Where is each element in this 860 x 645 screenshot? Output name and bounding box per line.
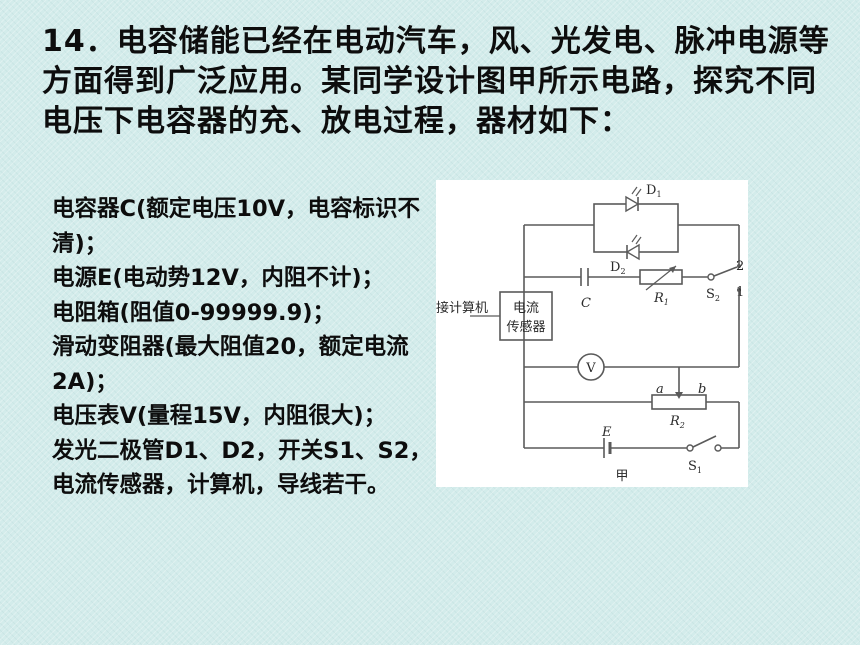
equipment-item-capacitor: 电容器C(额定电压10V，电容标识不清)； [52, 196, 421, 257]
point-b-label: b [698, 382, 706, 397]
s2-terminal-2 [737, 264, 741, 268]
terminal-1-label: 1 [736, 285, 744, 300]
equipment-item-resistance-box: 电阻箱(阻值0-99999.9)； [52, 299, 336, 326]
diode-loop [593, 203, 679, 253]
source-label: E [601, 425, 612, 440]
s1-label: S1 [688, 459, 702, 475]
circuit-diagram: D1 D2 2 C R1 S2 1 电流 传感器 接计算机 V [436, 180, 748, 487]
s2-blade [713, 266, 738, 277]
s1-blade [692, 435, 717, 448]
r1-label: R1 [653, 291, 669, 307]
equipment-list: 电容器C(额定电压10V，电容标识不清)； 电源E(电动势12V，内阻不计)； … [52, 192, 437, 503]
d1-diode-icon [625, 186, 642, 213]
s2-pivot [707, 273, 715, 281]
r2-label: R2 [669, 414, 685, 430]
terminal-2-label: 2 [736, 259, 744, 274]
equipment-item-others: 发光二极管D1、D2，开关S1、S2，电流传感器，计算机，导线若干。 [52, 437, 432, 499]
battery-icon [603, 438, 612, 458]
question-text: 14．电容储能已经在电动汽车，风、光发电、脉冲电源等方面得到广泛应用。某同学设计… [42, 22, 832, 142]
circuit-svg: D1 D2 2 C R1 S2 1 电流 传感器 接计算机 V [436, 183, 744, 484]
equipment-item-voltmeter: 电压表V(量程15V，内阻很大)； [52, 403, 387, 429]
question-number: 14． [42, 24, 117, 59]
figure-caption: 甲 [615, 469, 628, 484]
s1-pivot [686, 444, 694, 452]
equipment-item-rheostat: 滑动变阻器(最大阻值20，额定电流2A)； [52, 334, 409, 395]
voltmeter-label: V [585, 361, 596, 376]
s1-contact [714, 444, 722, 452]
d2-label: D2 [610, 260, 626, 276]
r1-resistor-box-icon [639, 265, 683, 291]
d2-diode-icon [625, 234, 642, 261]
computer-label: 接计算机 [436, 300, 488, 316]
d1-label: D1 [646, 183, 662, 199]
equipment-item-source: 电源E(电动势12V，内阻不计)； [52, 265, 385, 291]
capacitor-icon [580, 268, 589, 286]
s2-label: S2 [706, 287, 720, 303]
question-body: 电容储能已经在电动汽车，风、光发电、脉冲电源等方面得到广泛应用。某同学设计图甲所… [42, 24, 830, 139]
point-a-label: a [656, 382, 664, 397]
sensor-line2: 传感器 [506, 319, 545, 335]
sensor-line1: 电流 [513, 301, 539, 316]
capacitor-label: C [581, 296, 591, 311]
